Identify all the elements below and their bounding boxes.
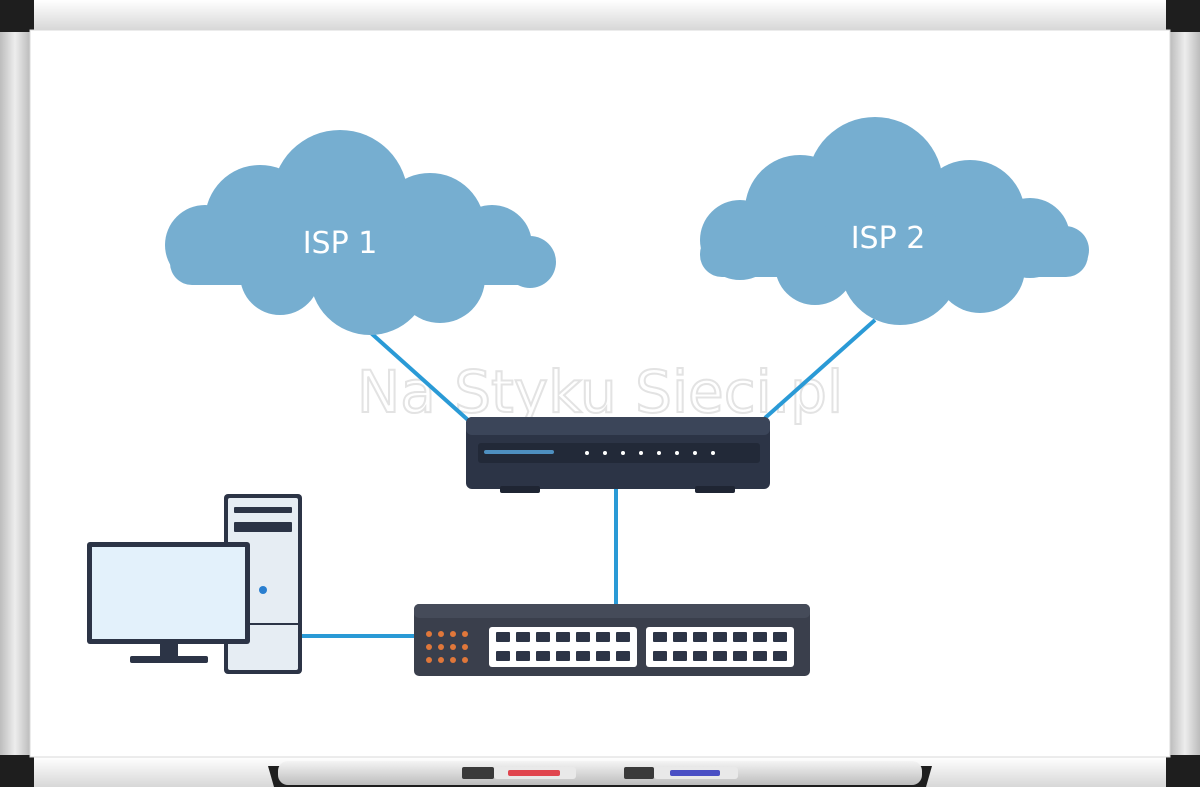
- link-isp2-router: [763, 318, 877, 420]
- watermark: Na Styku Sieci.pl: [357, 358, 843, 426]
- marker-icon[interactable]: [624, 767, 738, 779]
- cloud-label-isp1: ISP 1: [303, 226, 378, 261]
- network-links: [302, 318, 877, 638]
- monitor-icon: [87, 542, 250, 663]
- frame-corner-top-right: [1166, 0, 1200, 32]
- router-icon: [466, 417, 770, 493]
- switch-status-leds: [426, 631, 468, 663]
- marker-icon[interactable]: [462, 767, 576, 779]
- switch-icon: [414, 604, 810, 676]
- marker-tray: [268, 761, 932, 787]
- frame-corner-bottom-left: [0, 755, 34, 787]
- frame-corner-top-left: [0, 0, 34, 32]
- cloud-icon: ISP 2: [700, 117, 1089, 325]
- switch-ports: [496, 632, 787, 661]
- link-isp1-router: [360, 323, 470, 422]
- cloud-label-isp2: ISP 2: [851, 221, 926, 256]
- frame-corner-bottom-right: [1166, 755, 1200, 787]
- cloud-icon: ISP 1: [165, 130, 556, 335]
